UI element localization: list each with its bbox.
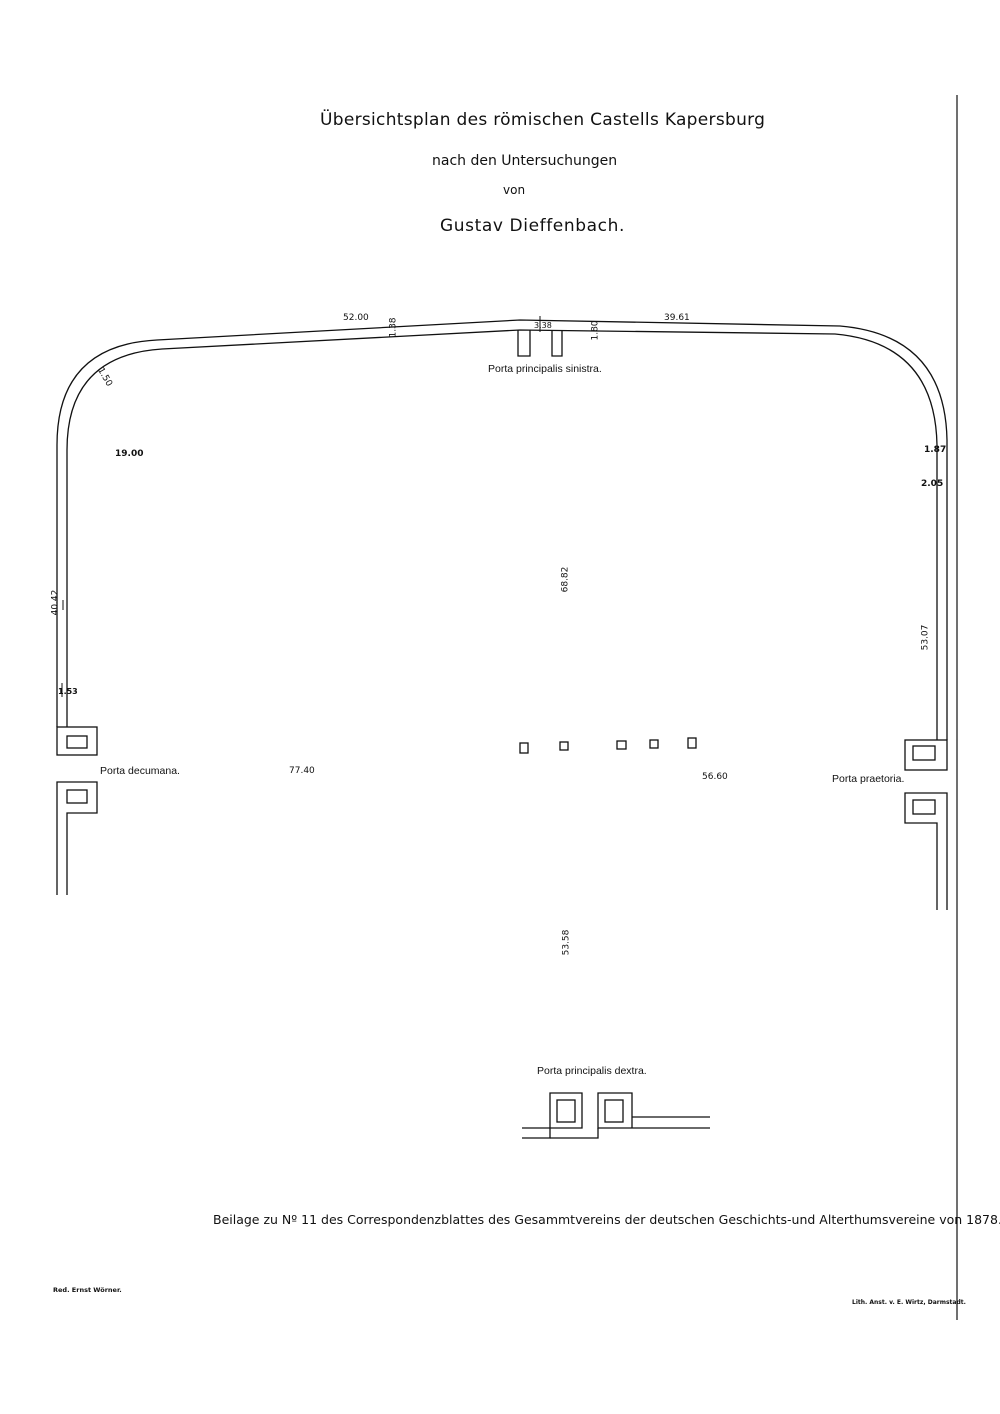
decumana-tower-upper (56, 726, 98, 756)
praetoria-tower-upper (904, 739, 948, 771)
measure-top-left-thick: 1.38 (388, 317, 399, 338)
measure-lower-vertical: 53.58 (561, 929, 572, 956)
plan-author: Gustav Dieffenbach. (440, 216, 625, 236)
decumana-tower-lower (56, 781, 98, 895)
plan-von: von (503, 183, 526, 197)
measure-right-side: 53.07 (920, 624, 931, 651)
measure-top-mid-thick: 1.80 (590, 320, 601, 341)
footer-caption: Beilage zu Nº 11 des Correspondenzblatte… (213, 1212, 1000, 1227)
measure-right-thick-b: 2.05 (921, 479, 944, 489)
measure-long-left: 77.40 (289, 766, 315, 776)
measure-center-vertical: 68.82 (560, 566, 571, 593)
sinistra-gate-left (517, 330, 531, 357)
plan-subtitle: nach den Untersuchungen (432, 153, 618, 169)
footer-editor: Red. Ernst Wörner. (53, 1286, 122, 1294)
inner-wall (66, 329, 938, 740)
measure-left-thick: 1.53 (58, 687, 78, 696)
gate-label-sinistra: Porta principalis sinistra. (488, 363, 602, 375)
building-square-3 (616, 740, 627, 750)
gate-label-dextra: Porta principalis dextra. (537, 1065, 647, 1077)
praetoria-tower-lower (904, 792, 948, 910)
measure-top-right: 39.61 (664, 313, 690, 323)
measure-right-thick-a: 1.87 (924, 445, 947, 455)
building-square-4 (649, 739, 659, 749)
measure-long-right: 56.60 (702, 772, 728, 782)
measure-gate-width: 3.38 (534, 321, 552, 330)
measure-radius: 19.00 (115, 449, 144, 459)
gate-label-praetoria: Porta praetoria. (832, 773, 905, 785)
sinistra-gate-right (551, 330, 563, 357)
measure-top-left: 52.00 (343, 313, 369, 323)
building-square-5 (687, 737, 697, 749)
gate-label-decumana: Porta decumana. (100, 765, 180, 777)
building-square-2 (559, 741, 569, 751)
measure-left-side: 40.42 (50, 589, 61, 616)
footer-printer: Lith. Anst. v. E. Wirtz, Darmstadt. (852, 1299, 966, 1306)
outer-wall (56, 319, 948, 740)
plan-title: Übersichtsplan des römischen Castells Ka… (320, 110, 766, 130)
building-square-1 (519, 742, 529, 754)
dextra-gate-right (597, 1092, 710, 1129)
